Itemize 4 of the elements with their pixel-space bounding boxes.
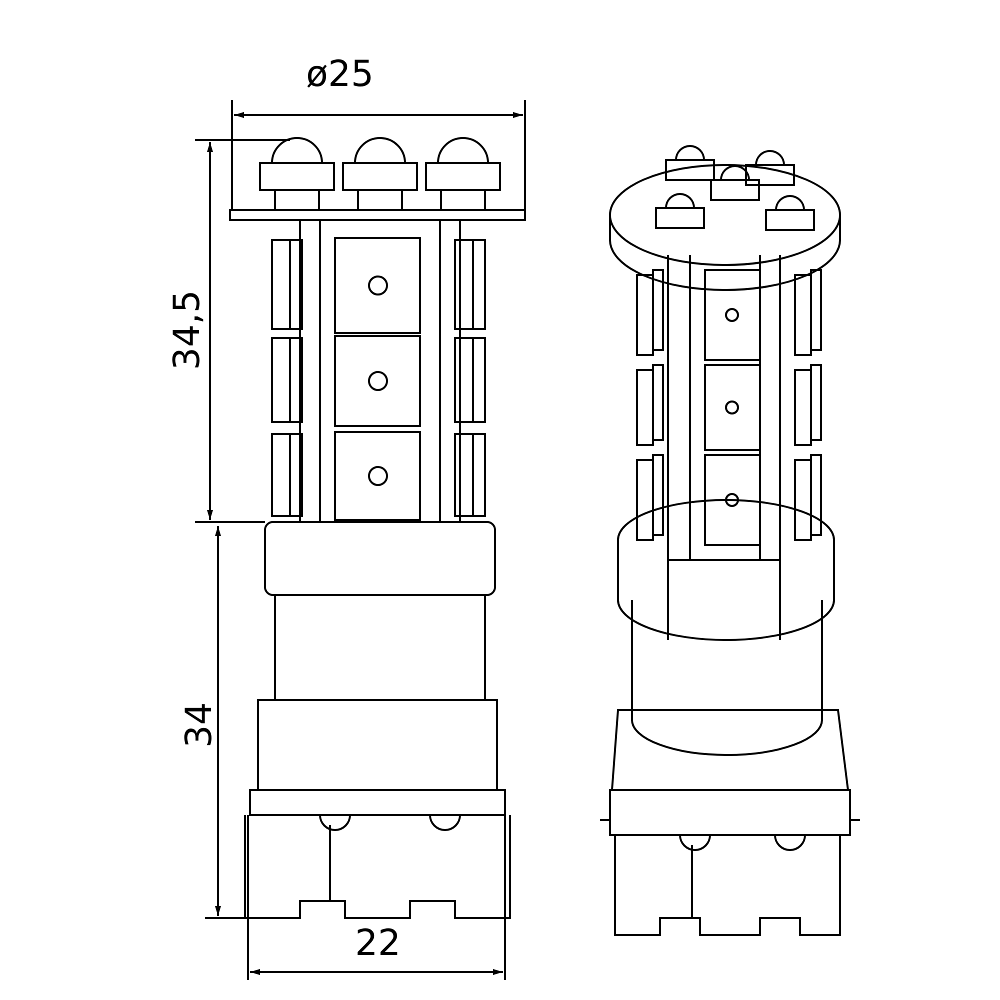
dimension-label: 34,5 bbox=[170, 290, 206, 370]
dimension-label: 22 bbox=[355, 926, 401, 962]
dimension-label: 34 bbox=[182, 702, 218, 748]
dimension-label: ø25 bbox=[306, 57, 374, 93]
